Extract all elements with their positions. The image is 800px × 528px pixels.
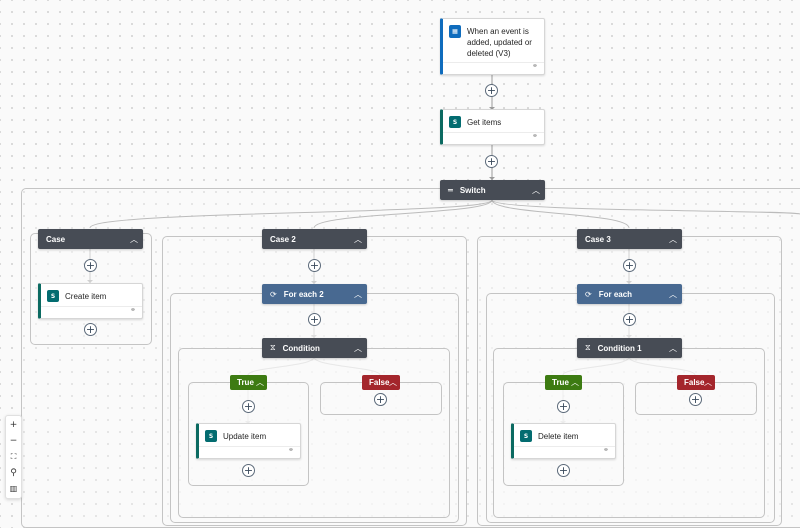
- switch-title: Switch: [459, 185, 486, 195]
- fit-view-icon[interactable]: ⛶: [10, 451, 17, 461]
- for-each-title: For each: [598, 289, 633, 299]
- delete-item-card[interactable]: S Delete item ⚭: [511, 423, 616, 459]
- for-each-2-title: For each 2: [283, 289, 324, 299]
- switch-header[interactable]: ═ Switch ︿: [440, 180, 545, 200]
- false-branch-1-header[interactable]: False ︿: [677, 375, 715, 390]
- add-step-button[interactable]: +: [84, 259, 97, 272]
- delete-item-title: Delete item: [538, 431, 579, 441]
- canvas-toolbar: + − ⛶ ⚲ ▥: [5, 415, 22, 499]
- trigger-title: When an event is added, updated or delet…: [467, 27, 532, 58]
- chevron-up-icon[interactable]: ︿: [389, 378, 397, 387]
- for-each-2-header[interactable]: ⟳ For each 2 ︿: [262, 284, 367, 304]
- true-branch-header[interactable]: True ︿: [230, 375, 267, 390]
- minimap-icon[interactable]: ▥: [9, 484, 18, 493]
- add-step-button[interactable]: +: [623, 259, 636, 272]
- create-item-card[interactable]: S Create item ⚭: [38, 283, 143, 319]
- sharepoint-icon: S: [449, 116, 461, 128]
- case-1-header[interactable]: Case ︿: [38, 229, 143, 249]
- chevron-up-icon[interactable]: ︿: [354, 289, 362, 299]
- link-icon: ⚭: [532, 62, 538, 70]
- chevron-up-icon[interactable]: ︿: [669, 289, 677, 299]
- loop-icon: ⟳: [585, 289, 592, 299]
- true-label: True: [552, 378, 569, 387]
- chevron-up-icon[interactable]: ︿: [354, 343, 362, 353]
- sharepoint-icon: S: [47, 290, 59, 302]
- search-icon[interactable]: ⚲: [10, 467, 17, 478]
- true-branch-1-header[interactable]: True ︿: [545, 375, 582, 390]
- get-items-card[interactable]: S Get items ⚭: [440, 109, 545, 145]
- zoom-out-icon[interactable]: −: [9, 435, 18, 446]
- add-step-button[interactable]: +: [374, 393, 387, 406]
- true-label: True: [237, 378, 254, 387]
- case-2-title: Case 2: [270, 234, 296, 244]
- false-label: False: [684, 378, 705, 387]
- false-branch-header[interactable]: False ︿: [362, 375, 400, 390]
- link-icon: ⚭: [130, 306, 136, 314]
- zoom-in-icon[interactable]: +: [9, 419, 18, 430]
- update-item-title: Update item: [223, 431, 267, 441]
- chevron-up-icon[interactable]: ︿: [669, 343, 677, 353]
- trigger-card[interactable]: ▦ When an event is added, updated or del…: [440, 18, 545, 75]
- case-2-header[interactable]: Case 2 ︿: [262, 229, 367, 249]
- switch-icon: ═: [448, 185, 453, 195]
- add-step-button[interactable]: +: [308, 313, 321, 326]
- condition-title: Condition: [282, 343, 320, 353]
- chevron-up-icon[interactable]: ︿: [571, 378, 579, 387]
- outlook-calendar-icon: ▦: [449, 25, 461, 38]
- sharepoint-icon: S: [520, 430, 532, 442]
- condition-icon: ⧖: [585, 343, 591, 352]
- case-3-title: Case 3: [585, 234, 611, 244]
- add-step-button[interactable]: +: [689, 393, 702, 406]
- link-icon: ⚭: [532, 132, 538, 140]
- link-icon: ⚭: [603, 446, 609, 454]
- case-3-header[interactable]: Case 3 ︿: [577, 229, 682, 249]
- add-step-button[interactable]: +: [623, 313, 636, 326]
- add-step-button[interactable]: +: [485, 84, 498, 97]
- chevron-up-icon[interactable]: ︿: [704, 378, 712, 387]
- chevron-up-icon[interactable]: ︿: [256, 378, 264, 387]
- get-items-title: Get items: [467, 117, 502, 127]
- false-label: False: [369, 378, 390, 387]
- condition-1-title: Condition 1: [597, 343, 642, 353]
- add-step-button[interactable]: +: [242, 400, 255, 413]
- condition-header[interactable]: ⧖ Condition ︿: [262, 338, 367, 358]
- sharepoint-icon: S: [205, 430, 217, 442]
- add-step-button[interactable]: +: [557, 400, 570, 413]
- condition-1-header[interactable]: ⧖ Condition 1 ︿: [577, 338, 682, 358]
- loop-icon: ⟳: [270, 289, 277, 299]
- add-step-button[interactable]: +: [557, 464, 570, 477]
- link-icon: ⚭: [288, 446, 294, 454]
- case-1-title: Case: [46, 234, 66, 244]
- create-item-title: Create item: [65, 291, 107, 301]
- add-step-button[interactable]: +: [308, 259, 321, 272]
- chevron-up-icon[interactable]: ︿: [354, 234, 362, 244]
- for-each-header[interactable]: ⟳ For each ︿: [577, 284, 682, 304]
- update-item-card[interactable]: S Update item ⚭: [196, 423, 301, 459]
- condition-icon: ⧖: [270, 343, 276, 352]
- chevron-up-icon[interactable]: ︿: [532, 185, 540, 195]
- add-step-button[interactable]: +: [242, 464, 255, 477]
- chevron-up-icon[interactable]: ︿: [130, 234, 138, 244]
- add-step-button[interactable]: +: [485, 155, 498, 168]
- chevron-up-icon[interactable]: ︿: [669, 234, 677, 244]
- add-step-button[interactable]: +: [84, 323, 97, 336]
